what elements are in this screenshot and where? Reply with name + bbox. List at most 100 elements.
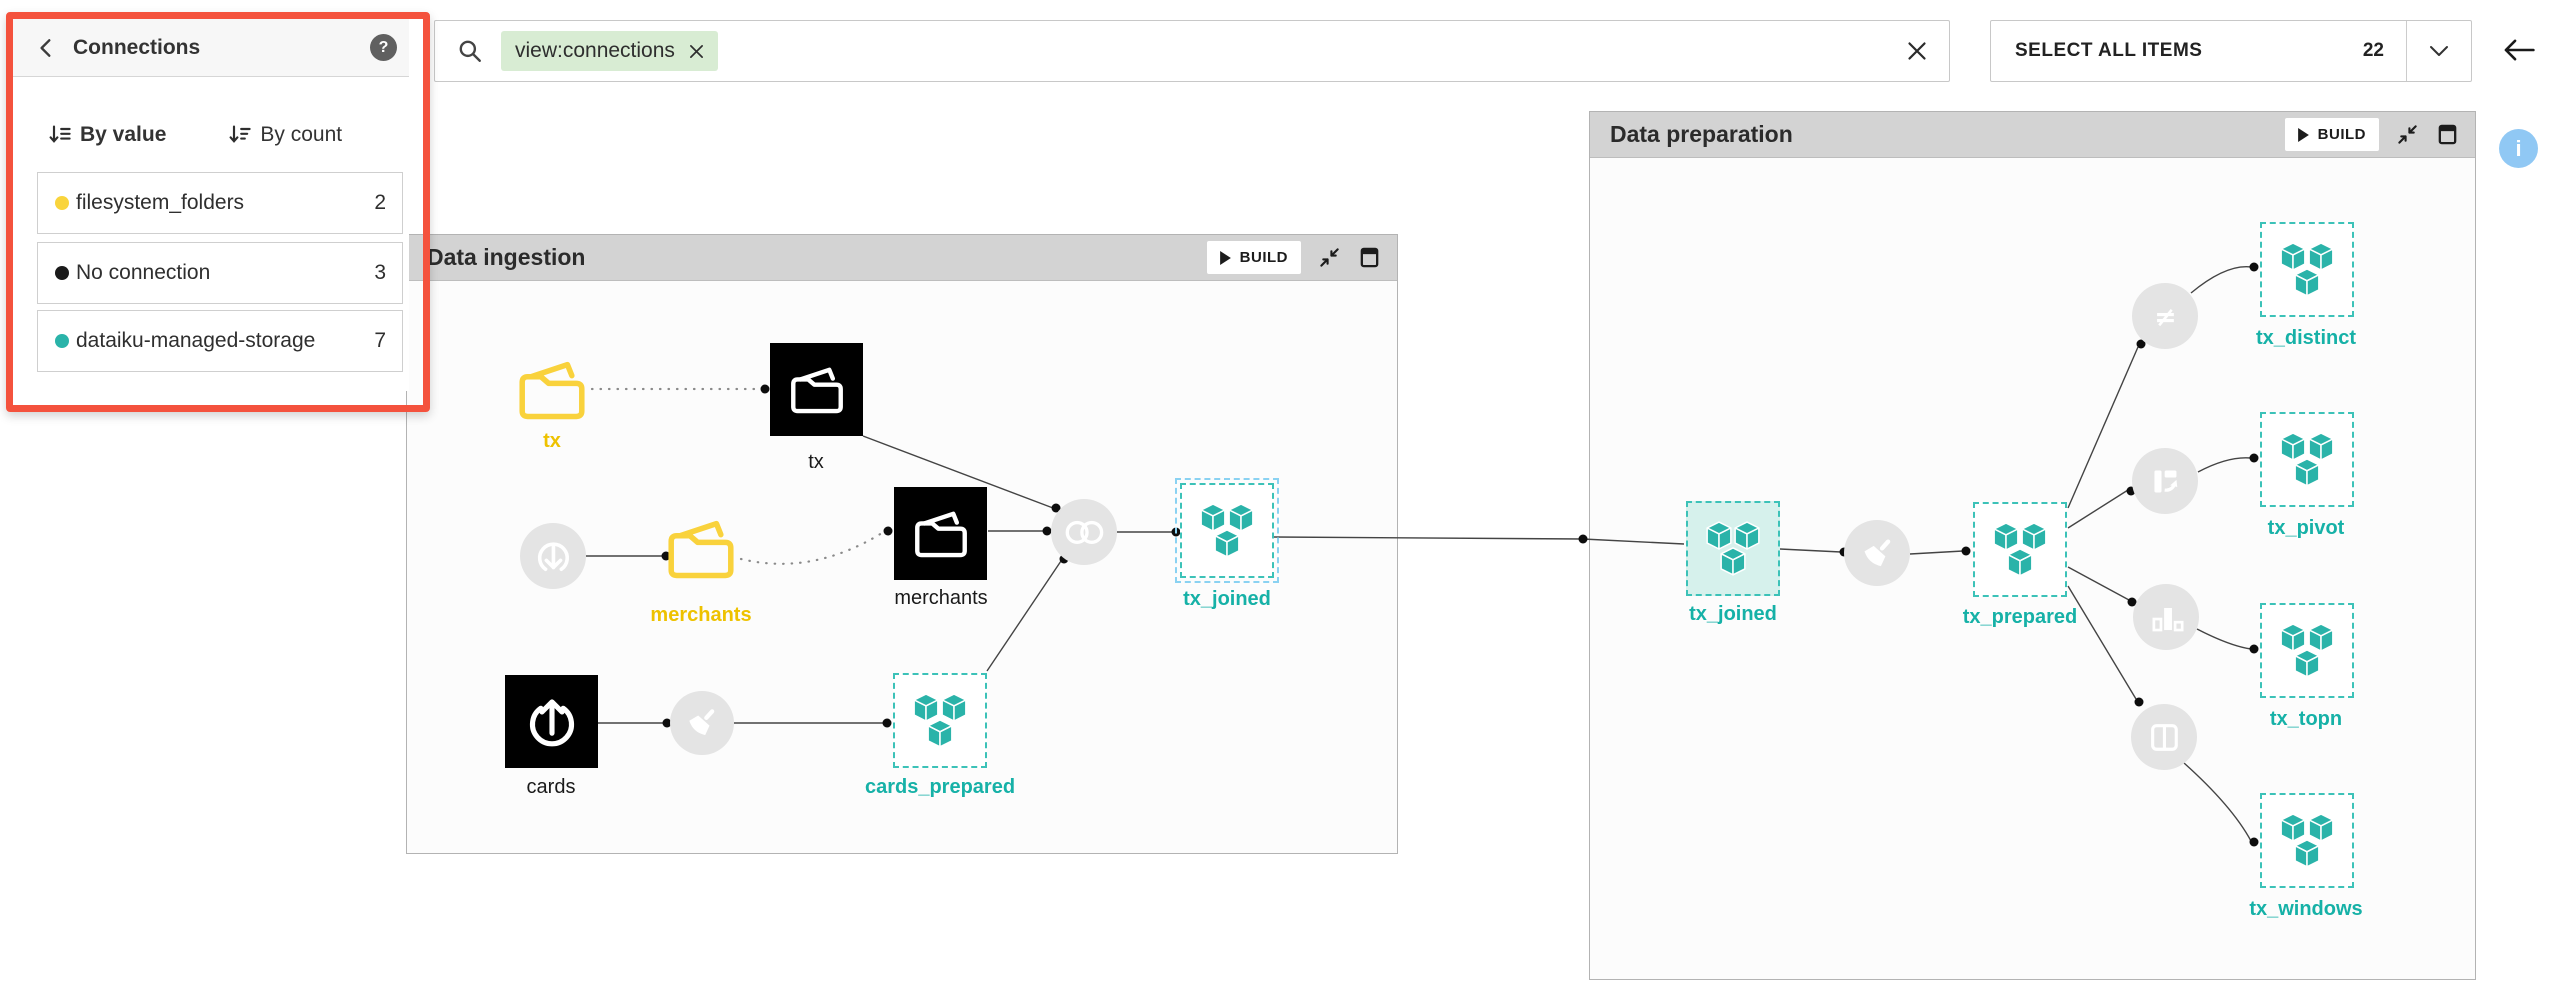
dataset-cubes-icon — [1992, 522, 2048, 578]
play-icon — [1220, 251, 1231, 265]
flow-search-bar: view:connections — [434, 20, 1950, 82]
select-all-items-button[interactable]: SELECT ALL ITEMS 22 — [1990, 20, 2472, 82]
dataset-cubes-icon — [2279, 813, 2335, 869]
connection-count: 3 — [374, 261, 386, 284]
collapse-right-panel-arrow-icon[interactable] — [2502, 36, 2536, 64]
recipe-prepare-cards[interactable] — [670, 691, 734, 755]
dataset-cards-prepared[interactable] — [893, 673, 987, 768]
recipe-topn[interactable] — [2133, 584, 2199, 650]
prepare-recipe-icon — [1857, 533, 1898, 574]
info-glyph: i — [2515, 135, 2522, 161]
selected-items-count: 22 — [2362, 40, 2384, 61]
node-label: cards_prepared — [864, 776, 1016, 798]
dataset-tx-topn[interactable] — [2260, 603, 2354, 698]
help-glyph: ? — [378, 38, 389, 56]
upload-dataset-icon — [523, 693, 581, 751]
zone-title: Data preparation — [1610, 121, 1793, 147]
recipe-window[interactable] — [2131, 704, 2197, 770]
search-input[interactable] — [718, 21, 1907, 81]
collapse-zone-icon[interactable] — [2396, 123, 2419, 146]
folder-icon — [515, 358, 589, 422]
topn-recipe-icon — [2146, 597, 2187, 638]
select-all-items-label: SELECT ALL ITEMS — [2015, 40, 2203, 61]
node-label: merchants — [650, 604, 752, 626]
clear-search-icon[interactable] — [1907, 41, 1927, 61]
build-button[interactable]: BUILD — [1206, 241, 1301, 274]
build-button-label: BUILD — [1239, 249, 1288, 266]
remove-tag-icon[interactable] — [689, 44, 704, 59]
node-label: tx — [543, 430, 561, 452]
recipe-prepare-tx[interactable] — [1844, 520, 1910, 586]
dataset-tx[interactable] — [770, 343, 863, 436]
connection-color-dot — [55, 266, 69, 280]
recipe-pivot[interactable] — [2132, 448, 2198, 514]
node-label: merchants — [894, 587, 988, 609]
maximize-zone-icon[interactable] — [1358, 246, 1381, 269]
build-button-label: BUILD — [2317, 126, 2366, 143]
node-label: tx_pivot — [2267, 517, 2345, 539]
folder-icon — [664, 517, 738, 581]
dataset-cubes-icon — [912, 693, 968, 749]
dataset-tx-joined-preparation[interactable] — [1686, 501, 1780, 596]
node-label: tx_distinct — [2255, 327, 2357, 349]
folder-dataset-icon — [788, 361, 846, 419]
node-label: tx_prepared — [1962, 606, 2078, 628]
managed-folder-tx[interactable] — [515, 358, 589, 422]
node-label: tx_joined — [1183, 588, 1271, 610]
connection-label: filesystem_folders — [76, 191, 245, 214]
node-label: tx_windows — [2249, 898, 2363, 920]
maximize-zone-icon[interactable] — [2436, 123, 2459, 146]
search-icon — [457, 38, 483, 64]
dataset-tx-windows[interactable] — [2260, 793, 2354, 888]
panel-title: Connections — [73, 35, 201, 59]
dataset-cubes-icon — [2279, 623, 2335, 679]
dataset-tx-pivot[interactable] — [2260, 412, 2354, 507]
dataset-cubes-icon — [2279, 242, 2335, 298]
build-button[interactable]: BUILD — [2284, 118, 2379, 151]
connection-item-no-connection[interactable]: No connection 3 — [37, 242, 403, 304]
connection-count: 2 — [374, 191, 386, 214]
info-icon[interactable]: i — [2499, 129, 2538, 168]
help-icon[interactable]: ? — [370, 34, 397, 61]
collapse-zone-icon[interactable] — [1318, 246, 1341, 269]
download-recipe-icon — [533, 536, 574, 577]
dataset-cubes-icon — [2279, 432, 2335, 488]
search-filter-tag-label: view:connections — [515, 39, 675, 62]
select-all-dropdown[interactable] — [2406, 21, 2471, 81]
connection-item-dataiku-managed-storage[interactable]: dataiku-managed-storage 7 — [37, 310, 403, 372]
connections-panel: Connections ? By value By count filesyst… — [13, 19, 409, 391]
dataset-tx-prepared[interactable] — [1973, 502, 2067, 597]
window-recipe-icon — [2144, 717, 2185, 758]
dataset-cards[interactable] — [505, 675, 598, 768]
recipe-download[interactable] — [520, 523, 586, 589]
prepare-recipe-icon — [682, 703, 722, 743]
zone-title: Data ingestion — [427, 244, 586, 270]
node-label: tx — [808, 451, 824, 473]
dataset-merchants[interactable] — [894, 487, 987, 580]
folder-dataset-icon — [912, 505, 970, 563]
pivot-recipe-icon — [2145, 461, 2186, 502]
sort-by-value-label: By value — [80, 123, 167, 146]
connection-label: dataiku-managed-storage — [76, 329, 316, 352]
sort-by-value-button[interactable]: By value — [48, 123, 166, 147]
recipe-distinct[interactable] — [2132, 283, 2198, 349]
dataset-tx-distinct[interactable] — [2260, 222, 2354, 317]
chevron-down-icon — [2427, 39, 2451, 63]
connection-label: No connection — [76, 261, 211, 284]
recipe-join[interactable] — [1051, 499, 1117, 565]
dataset-tx-joined-ingestion[interactable] — [1175, 478, 1279, 583]
managed-folder-merchants[interactable] — [664, 517, 738, 581]
node-label: cards — [526, 776, 576, 798]
zone-data-ingestion-header: Data ingestion BUILD — [407, 235, 1397, 281]
search-filter-tag[interactable]: view:connections — [501, 31, 718, 71]
node-label: tx_topn — [2269, 708, 2343, 730]
connection-color-dot — [55, 196, 69, 210]
distinct-recipe-icon — [2145, 296, 2186, 337]
sort-by-value-icon — [48, 123, 72, 147]
sort-by-count-button[interactable]: By count — [228, 123, 342, 147]
sort-by-count-icon — [228, 123, 252, 147]
back-chevron-icon[interactable] — [35, 37, 57, 59]
connection-item-filesystem-folders[interactable]: filesystem_folders 2 — [37, 172, 403, 234]
dataset-cubes-icon — [1705, 521, 1761, 577]
dataset-cubes-icon — [1199, 503, 1255, 559]
